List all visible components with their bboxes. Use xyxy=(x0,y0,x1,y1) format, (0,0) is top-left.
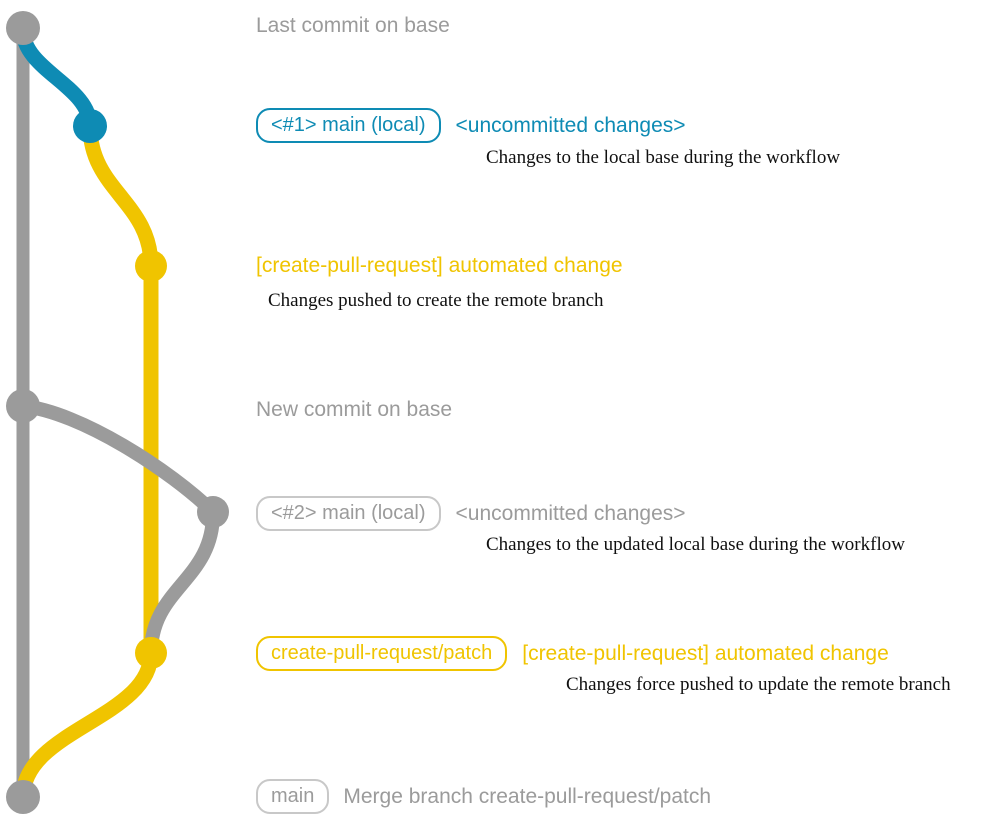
branch-pill-local-1[interactable]: <#1> main (local) xyxy=(256,108,441,143)
commit-node-automated-change-1[interactable] xyxy=(135,250,167,282)
entry-last-commit-on-base: Last commit on base xyxy=(256,14,450,38)
entry-subline-automated-change-1: Changes pushed to create the remote bran… xyxy=(268,290,604,311)
entry-subline-local-2: Changes to the updated local base during… xyxy=(486,534,905,555)
edge-base-n4-n5 xyxy=(16,399,220,519)
branch-pill-local-2[interactable]: <#2> main (local) xyxy=(256,496,441,531)
entry-headline: [create-pull-request] automated change xyxy=(522,641,889,665)
entry-headline: New commit on base xyxy=(256,398,453,421)
entry-local-2: <#2> main (local) <uncommitted changes> xyxy=(256,496,686,531)
commit-node-local-1[interactable] xyxy=(73,109,107,143)
edge-remote-n6-n7 xyxy=(15,645,159,805)
entry-headline: Merge branch create-pull-request/patch xyxy=(343,784,712,808)
entry-local-1: <#1> main (local) <uncommitted changes> xyxy=(256,108,686,143)
commit-node-local-2[interactable] xyxy=(197,496,229,528)
edge-local-n1-n2 xyxy=(15,22,98,134)
commit-node-merge[interactable] xyxy=(6,780,40,814)
branch-pill-main[interactable]: main xyxy=(256,779,330,814)
branch-pill-create-pull-request-patch[interactable]: create-pull-request/patch xyxy=(256,636,508,671)
commit-node-automated-change-2[interactable] xyxy=(135,637,167,669)
entry-headline: <uncommitted changes> xyxy=(455,501,686,525)
commit-node-new-commit-on-base[interactable] xyxy=(6,389,40,423)
commit-node-last-commit-on-base[interactable] xyxy=(6,11,40,45)
edge-base-n5-n6 xyxy=(144,505,221,660)
entry-headline: <uncommitted changes> xyxy=(455,113,686,137)
entry-subline-automated-change-2: Changes force pushed to update the remot… xyxy=(566,674,951,695)
entry-new-commit-on-base: New commit on base xyxy=(256,398,452,422)
entry-automated-change-2: create-pull-request/patch [create-pull-r… xyxy=(256,636,889,671)
entry-merge: main Merge branch create-pull-request/pa… xyxy=(256,779,711,814)
entry-subline-local-1: Changes to the local base during the wor… xyxy=(486,147,841,168)
entry-automated-change-1: [create-pull-request] automated change xyxy=(256,254,623,278)
entry-headline: [create-pull-request] automated change xyxy=(256,254,623,277)
commit-nodes xyxy=(6,11,229,814)
entry-headline: Last commit on base xyxy=(256,14,450,37)
edge-remote-n2-n3 xyxy=(82,118,159,274)
